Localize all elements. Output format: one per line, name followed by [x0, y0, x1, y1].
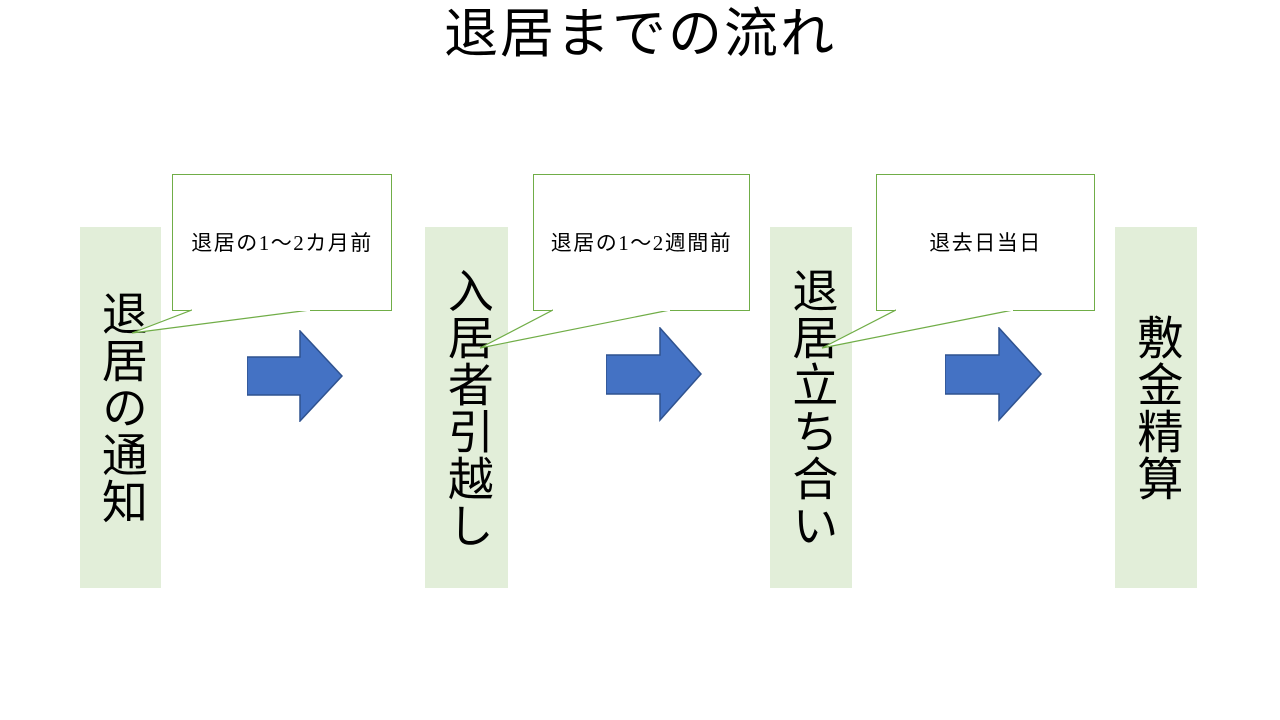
callout-1-body: 退居の1〜2カ月前 [172, 174, 392, 311]
callout-3[interactable]: 退去日当日 [820, 174, 1095, 349]
stage-box-4[interactable]: 敷金精算 [1115, 227, 1197, 588]
callout-3-text: 退去日当日 [929, 230, 1042, 255]
right-arrow-icon [945, 327, 1042, 422]
callout-2-body: 退居の1〜2週間前 [533, 174, 750, 311]
callout-3-body: 退去日当日 [876, 174, 1095, 311]
callout-2-text: 退居の1〜2週間前 [550, 230, 733, 255]
callout-1[interactable]: 退居の1〜2カ月前 [130, 174, 392, 334]
flow-arrow-1 [247, 330, 343, 422]
right-arrow-icon [606, 327, 702, 422]
page-title: 退居までの流れ [444, 4, 836, 64]
flow-arrow-3 [945, 327, 1042, 422]
flow-arrow-2 [606, 327, 702, 422]
right-arrow-icon [247, 330, 343, 422]
callout-1-text: 退居の1〜2カ月前 [191, 230, 373, 255]
stage-label-4: 敷金精算 [1131, 313, 1183, 502]
stage-box-3[interactable]: 退居立ち合い [770, 227, 852, 588]
callout-2[interactable]: 退居の1〜2週間前 [478, 174, 750, 349]
